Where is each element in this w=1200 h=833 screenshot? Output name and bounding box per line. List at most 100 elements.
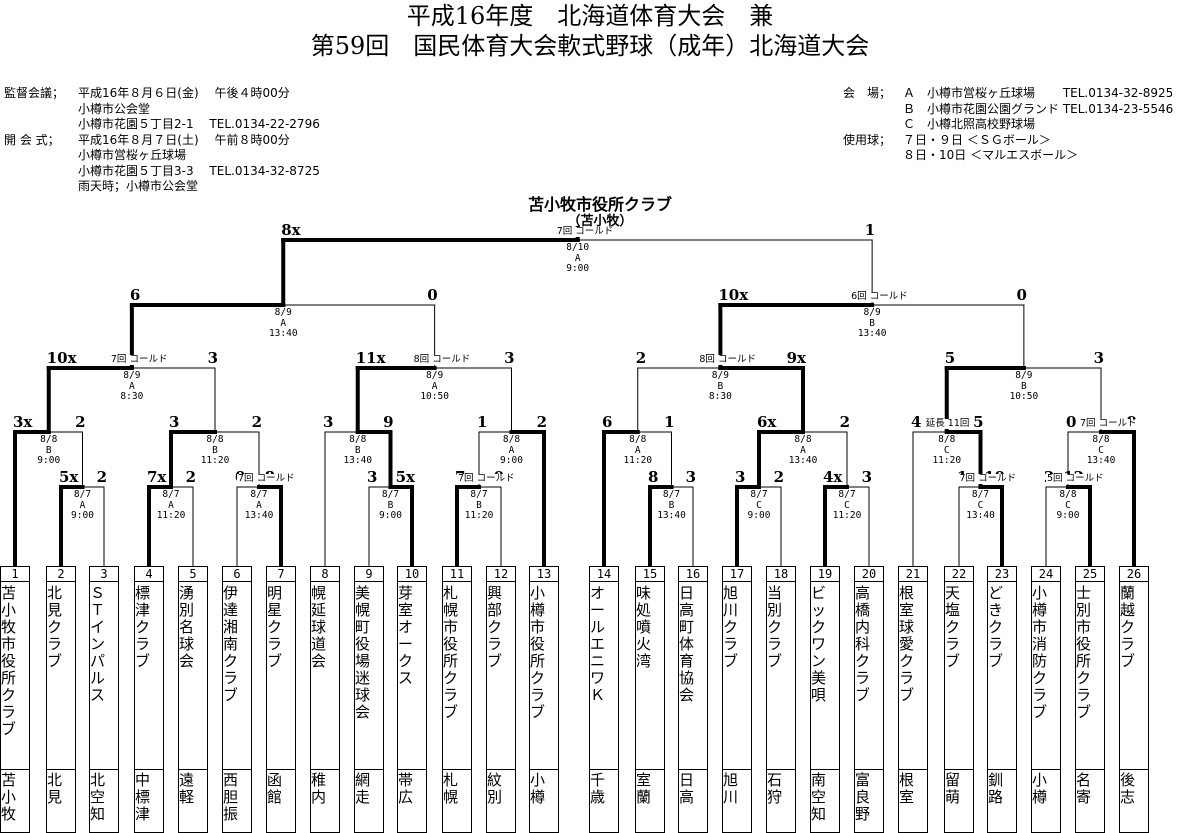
info-label: 監督会議；	[4, 86, 65, 100]
match-venue: C	[943, 444, 950, 456]
team-name: 旭川クラブ	[723, 582, 751, 770]
score-left: 6x	[757, 413, 777, 431]
score-left: 1	[477, 413, 488, 431]
score-left: 5x	[59, 468, 79, 486]
info-text: ８日・10日 ＜マルエスボール＞	[903, 148, 1079, 162]
match-time: 8:30	[708, 391, 732, 402]
team-number: 18	[767, 567, 795, 582]
match-time: 13:40	[1086, 455, 1116, 466]
team-name-text: ＳＴインパルス	[90, 584, 106, 704]
match-time: 13:40	[343, 455, 373, 466]
score-left: 3	[169, 413, 180, 431]
team-name: 天塩クラブ	[945, 582, 973, 770]
score-left: 3	[367, 468, 378, 486]
match-date: 8/8	[938, 434, 956, 445]
team-home-text: 根室	[899, 771, 915, 806]
team-name: 日高町体育協会	[679, 582, 707, 770]
info-row: 小樽市公会堂	[4, 102, 320, 118]
match-venue: B	[387, 499, 394, 511]
match-venue: A	[168, 499, 174, 511]
team-name: 伊達湘南クラブ	[223, 582, 251, 770]
team-home: 中標津	[135, 770, 163, 831]
score-right: 0	[427, 286, 438, 304]
match-time: 13:40	[657, 510, 686, 521]
score-left: 2	[635, 349, 647, 367]
team-name: ＳＴインパルス	[90, 582, 118, 770]
team-number: 14	[590, 567, 618, 582]
team-home: 釧路	[988, 770, 1016, 831]
match-note: 7回 コールド	[109, 354, 169, 365]
team-home: 根室	[899, 770, 927, 831]
match-time: 11:20	[156, 510, 186, 521]
match-date: 8/9	[123, 370, 141, 381]
info-row: 小樽市花園５丁目2-1 TEL.0134-22-2796	[4, 117, 320, 133]
team-name-text: 天塩クラブ	[945, 584, 961, 670]
score-right: 2	[773, 468, 784, 486]
match-date: 8/7	[971, 489, 990, 500]
team-home-text: 札幌	[443, 771, 459, 806]
team-home: 遠軽	[179, 770, 207, 831]
info-row: 小樽市営桜ヶ丘球場	[4, 148, 320, 164]
team-home-text: 富良野	[855, 771, 871, 823]
info-row: 使用球；７日・９日 ＜ＳＧボール＞	[843, 133, 1173, 149]
team-name-text: 小樽市役所クラブ	[530, 584, 546, 721]
team-home-text: 千歳	[590, 771, 606, 806]
match-time: 13:40	[244, 510, 274, 521]
score-right: 2	[839, 413, 850, 431]
team-name-text: 根室球愛クラブ	[899, 584, 915, 704]
match-time: 9:00	[37, 455, 61, 466]
score-left: 11x	[355, 349, 386, 367]
team-home: 日高	[679, 770, 707, 831]
score-right: 0	[1016, 286, 1027, 304]
team-name: 小樽市役所クラブ	[530, 582, 558, 770]
score-left: 0	[1066, 413, 1077, 431]
match-venue: A	[634, 444, 641, 456]
team-name: 北見クラブ	[47, 582, 75, 770]
team-home: 石狩	[767, 770, 795, 831]
team-home-text: 遠軽	[179, 771, 195, 806]
score-left: 6	[602, 413, 613, 431]
match-time: 10:50	[1009, 391, 1039, 402]
match-time: 11:20	[832, 510, 862, 521]
match-date: 8/7	[162, 489, 180, 500]
team-number: 12	[487, 567, 515, 582]
team-name-text: 蘭越クラブ	[1120, 584, 1136, 670]
match-venue: B	[869, 317, 875, 329]
match-note: 8回 コールド	[412, 354, 472, 365]
match-venue: A	[129, 380, 135, 392]
team-home: 旭川	[723, 770, 751, 831]
team-home-text: 留萌	[945, 771, 961, 806]
team-name: 明星クラブ	[267, 582, 295, 770]
score-left: 10x	[718, 286, 749, 304]
score-right: 1	[664, 413, 675, 431]
match-time: 10:50	[420, 391, 449, 402]
match-venue: A	[79, 499, 86, 511]
team-number: 5	[179, 567, 207, 582]
score-right: 3	[685, 468, 696, 486]
info-row: 監督会議；平成16年８月６日(金) 午後４時00分	[4, 86, 320, 102]
match-venue: C	[844, 499, 850, 511]
team-number: 1	[1, 567, 29, 582]
team-name-text: 高橋内科クラブ	[855, 584, 871, 704]
score-right: 1	[864, 221, 876, 239]
score-right: 9	[383, 413, 394, 431]
